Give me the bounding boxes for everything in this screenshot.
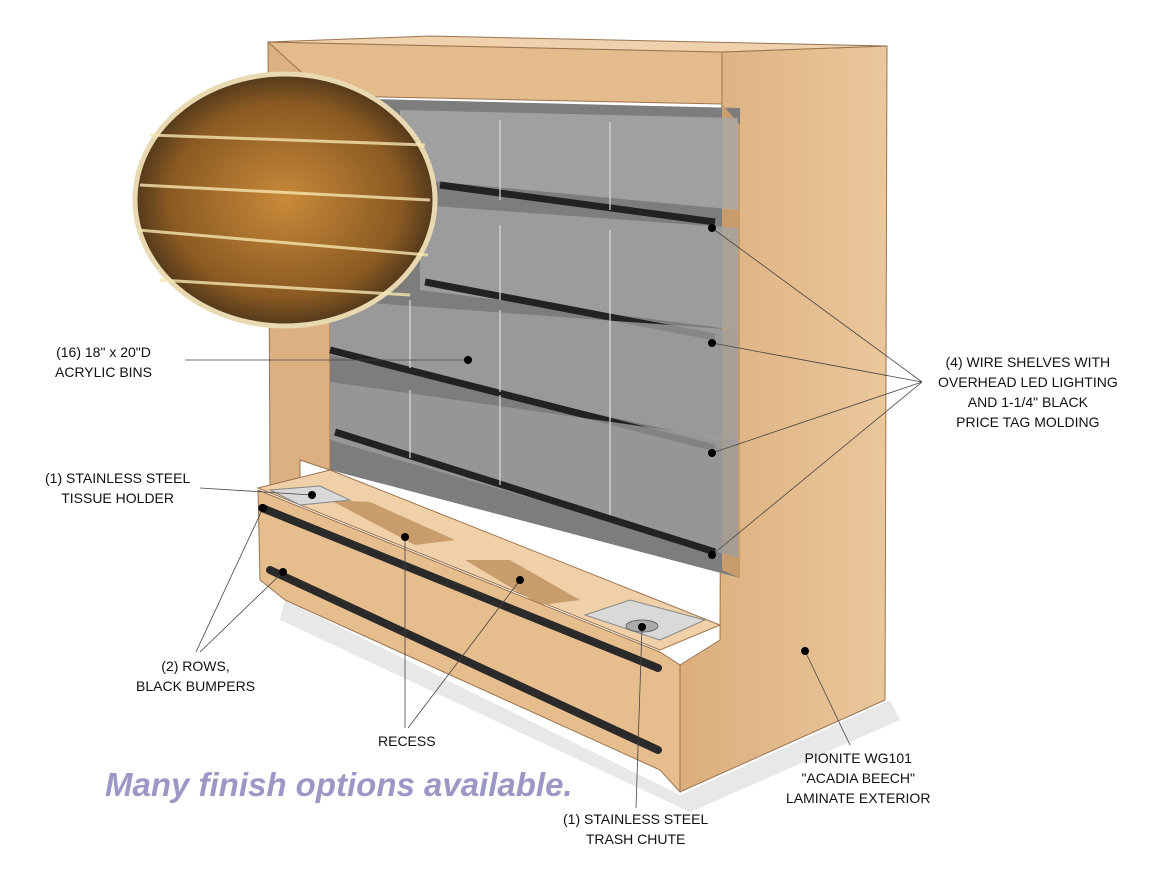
callout-text: (16) 18" x 20"D (56, 344, 151, 360)
leader-lines (185, 227, 923, 809)
recess-1 (330, 500, 455, 545)
callout-text: OVERHEAD LED LIGHTING (938, 374, 1118, 390)
callout-text: PRICE TAG MOLDING (956, 414, 1100, 430)
callout-laminate: PIONITE WG101 "ACADIA BEECH" LAMINATE EX… (786, 748, 930, 808)
callout-trash: (1) STAINLESS STEEL TRASH CHUTE (563, 809, 708, 849)
callout-recess: RECESS (378, 733, 436, 749)
callout-text: (1) STAINLESS STEEL (45, 470, 191, 486)
price-tag-molding (333, 428, 717, 556)
callout-text: ACRYLIC BINS (55, 364, 152, 380)
callout-text: (4) WIRE SHELVES WITH (945, 354, 1111, 370)
callout-bins: (16) 18" x 20"D ACRYLIC BINS (55, 342, 152, 382)
callout-tissue: (1) STAINLESS STEEL TISSUE HOLDER (45, 468, 190, 508)
callout-shelves: (4) WIRE SHELVES WITH OVERHEAD LED LIGHT… (938, 352, 1118, 432)
price-tag-molding (439, 181, 716, 226)
callout-text: PIONITE WG101 (804, 750, 912, 766)
base-front (257, 489, 681, 794)
shelf-1 (400, 110, 738, 226)
top-surface (267, 35, 888, 53)
callout-dots (259, 224, 809, 655)
inset-photo (132, 71, 438, 329)
shelf-4 (330, 382, 738, 558)
bin-dividers (409, 120, 611, 515)
callout-text: AND 1-1/4" BLACK (967, 394, 1088, 410)
callout-text: (2) ROWS, (161, 658, 230, 674)
bumper-2 (266, 566, 662, 754)
callout-text: TISSUE HOLDER (61, 490, 175, 506)
callout-text: LAMINATE EXTERIOR (786, 790, 931, 806)
bumper-1 (258, 504, 662, 672)
tagline: Many finish options available. (105, 766, 573, 803)
callout-text: (1) STAINLESS STEEL (563, 811, 709, 827)
callout-bumpers: (2) ROWS, BLACK BUMPERS (136, 656, 255, 696)
callout-text: BLACK BUMPERS (136, 678, 256, 694)
shelves (329, 110, 738, 558)
callout-text: TRASH CHUTE (585, 831, 686, 847)
callout-text: "ACADIA BEECH" (801, 770, 915, 786)
